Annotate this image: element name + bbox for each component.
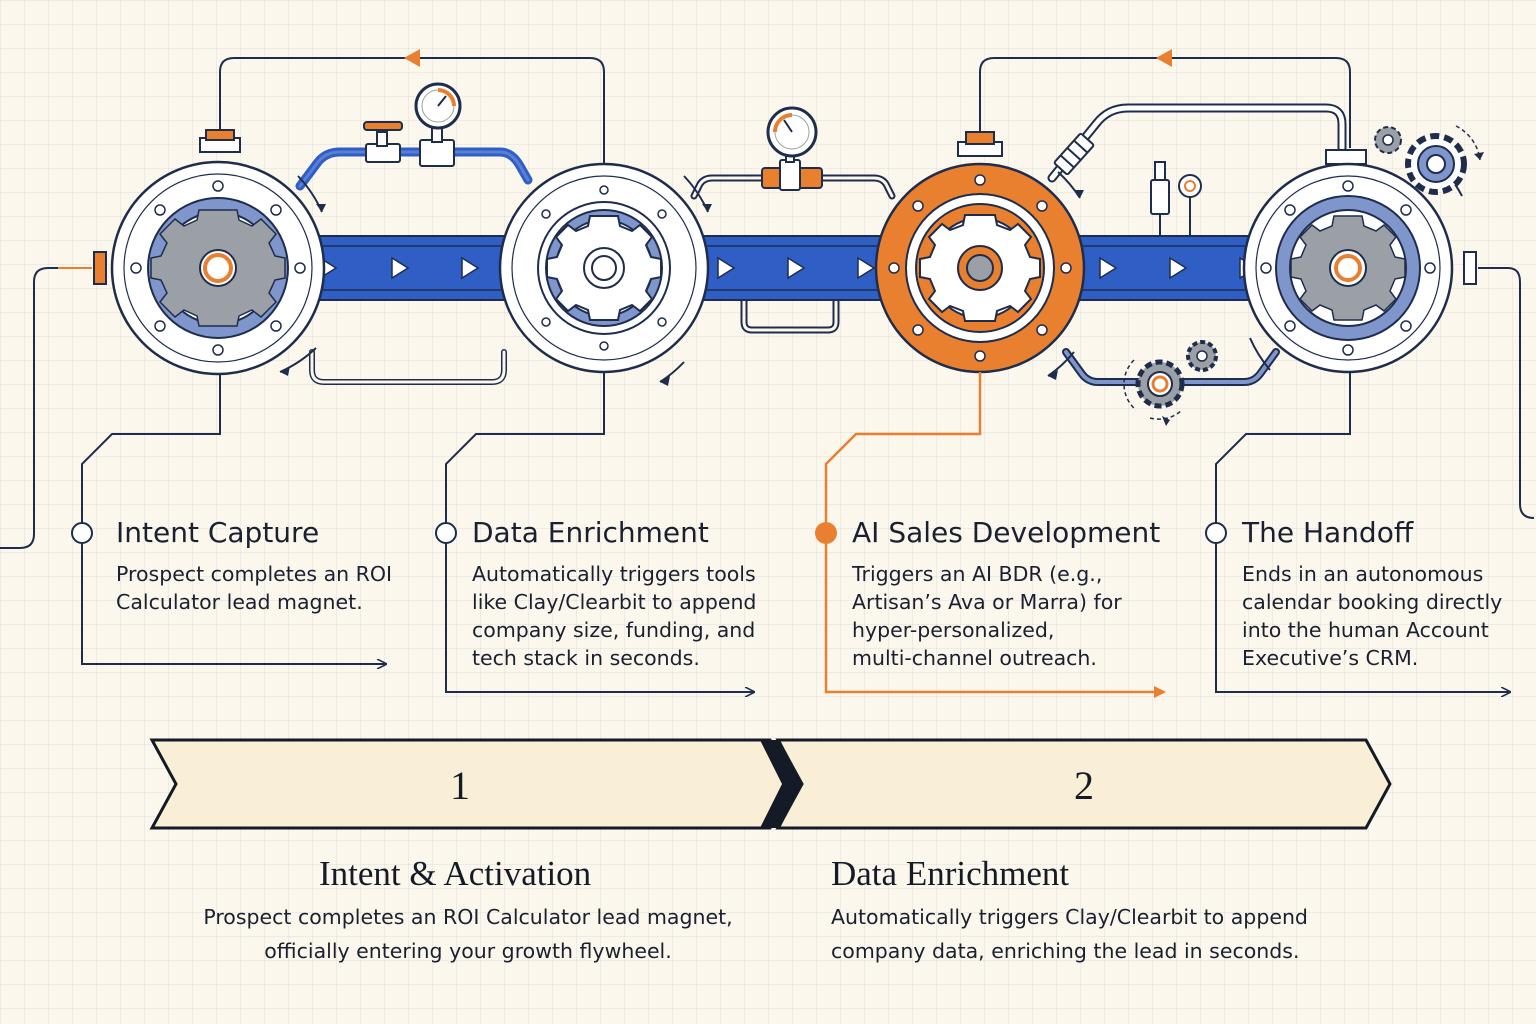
mini-gauge <box>1178 174 1202 236</box>
stage-number-2: 2 <box>1074 763 1094 808</box>
step-bullet-1 <box>71 522 93 544</box>
connector-step-2 <box>445 372 754 692</box>
loop-arrow-2 <box>1156 49 1172 67</box>
wheel-the-handoff <box>1242 149 1477 374</box>
connector-step-3 <box>824 372 1166 698</box>
step-desc-line: Prospect completes an ROI <box>116 562 393 586</box>
flow-arrows <box>319 256 1258 280</box>
small-gears-cluster-top <box>1374 125 1484 195</box>
step-desc-line: hyper-personalized, <box>852 618 1055 642</box>
step-desc-line: calendar booking directly <box>1242 590 1503 614</box>
stage-divider <box>760 740 802 828</box>
step-desc-line: Artisan’s Ava or Marra) for <box>852 590 1122 614</box>
feedback-loop-2 <box>979 57 1351 148</box>
step-title-the-handoff: The Handoff <box>1242 516 1414 549</box>
wheel-ai-sales-development <box>874 131 1086 374</box>
step-desc-line: Executive’s CRM. <box>1242 646 1419 670</box>
stage-desc-line: company data, enriching the lead in seco… <box>831 939 1300 963</box>
connector-step-4 <box>1215 372 1510 692</box>
step-desc-line: like Clay/Clearbit to append <box>472 590 757 614</box>
hose-connector <box>1053 132 1095 176</box>
step-desc-line: Triggers an AI BDR (e.g., <box>852 562 1103 586</box>
step-title-data-enrichment: Data Enrichment <box>472 516 709 549</box>
feedback-loop-1 <box>219 57 605 190</box>
step-desc-line: Calculator lead magnet. <box>116 590 363 614</box>
stage-number-1: 1 <box>450 763 470 808</box>
stage-desc-line: Prospect completes an ROI Calculator lea… <box>203 905 733 929</box>
wheel-intent-capture <box>93 129 326 376</box>
step-desc-data-enrichment: Automatically triggers tools like Clay/C… <box>472 560 756 672</box>
sensor-probe <box>1150 161 1170 236</box>
stage-desc-line: Automatically triggers Clay/Clearbit to … <box>831 905 1308 929</box>
step-desc-line: multi-channel outreach. <box>852 646 1097 670</box>
step-desc-line: into the human Account <box>1242 618 1489 642</box>
valve-1 <box>363 121 455 167</box>
gauge-2 <box>766 106 818 158</box>
loop-arrow-1 <box>404 49 420 67</box>
step-desc-line: Ends in an autonomous <box>1242 562 1484 586</box>
step-bullet-3 <box>815 522 837 544</box>
stage-desc-data-enrichment: Automatically triggers Clay/Clearbit to … <box>831 900 1308 968</box>
step-bullet-4 <box>1205 522 1227 544</box>
pipe-1-2 <box>295 147 533 191</box>
bypass-pipe <box>740 296 840 334</box>
input-lead <box>0 267 92 549</box>
step-desc-line: tech stack in seconds. <box>472 646 700 670</box>
gauge-1 <box>414 82 462 130</box>
step-desc-ai-sales-development: Triggers an AI BDR (e.g., Artisan’s Ava … <box>852 560 1122 672</box>
stage-title-intent-activation: Intent & Activation <box>319 854 592 893</box>
connector-step-1 <box>81 374 386 664</box>
pipe-3-4 <box>1047 103 1347 183</box>
step-desc-the-handoff: Ends in an autonomous calendar booking d… <box>1242 560 1502 672</box>
bottom-loop <box>309 349 507 385</box>
step-title-ai-sales-development: AI Sales Development <box>852 516 1161 549</box>
output-lead <box>1478 267 1535 519</box>
stage-title-data-enrichment: Data Enrichment <box>831 854 1070 893</box>
step-title-intent-capture: Intent Capture <box>116 516 320 549</box>
stage-desc-intent-activation: Prospect completes an ROI Calculator lea… <box>150 900 786 968</box>
step-desc-intent-capture: Prospect completes an ROI Calculator lea… <box>116 560 392 616</box>
step-desc-line: Automatically triggers tools <box>472 562 756 586</box>
step-desc-line: company size, funding, and <box>472 618 756 642</box>
stage-desc-line: officially entering your growth flywheel… <box>264 939 672 963</box>
step-bullet-2 <box>435 522 457 544</box>
wheel-data-enrichment <box>498 162 710 374</box>
small-gears-cluster-bottom <box>1123 340 1218 426</box>
